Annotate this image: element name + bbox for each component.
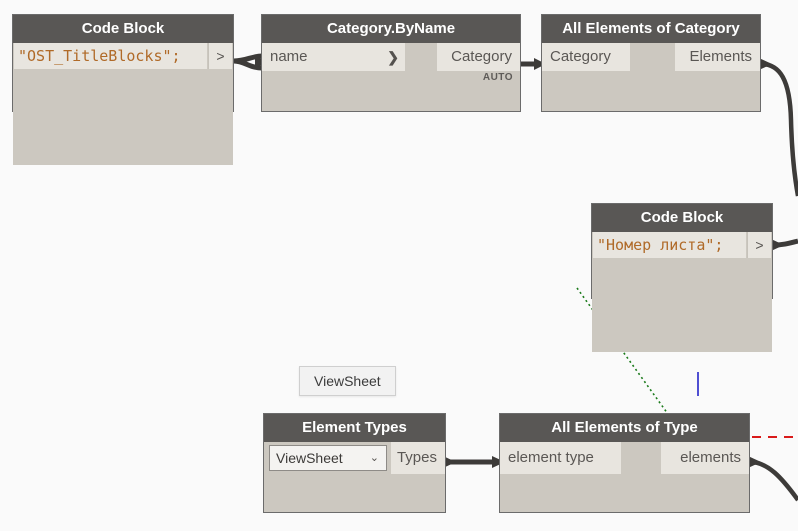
node-title: Code Block [592,204,772,232]
code-block-code-text[interactable]: "OST_TitleBlocks"; [14,43,207,69]
input-port-label: Category [550,48,611,65]
port-row: ViewSheet ⌄ Types [264,442,445,474]
port-row: name ❯ Category [262,43,520,71]
node-body: ViewSheet ⌄ Types [264,442,445,512]
node-code-block-2[interactable]: Code Block "Номер листа"; > [591,203,773,352]
port-row: Category Elements [542,43,760,71]
wire-code1-to-name-b [233,53,263,64]
node-title: Element Types [264,414,445,442]
auto-badge: AUTO [482,72,513,83]
output-port-label: Types [396,449,437,466]
node-body-filler [13,69,233,165]
node-element-types[interactable]: Element Types ViewSheet ⌄ Types [263,413,446,513]
chevron-right-icon[interactable]: ❯ [387,49,399,65]
node-footer [500,474,749,512]
output-port-elements[interactable]: Elements [675,43,760,71]
code-block-code-row[interactable]: "OST_TitleBlocks"; > [13,43,233,69]
output-port-label: Elements [689,48,752,65]
node-body: element type elements [500,442,749,512]
wire-code2-offscreen [772,238,798,248]
code-block-output-port[interactable]: > [747,232,771,258]
output-port-label: elements [680,449,741,466]
wire-elements2-offscreen [749,459,798,502]
node-category-byname[interactable]: Category.ByName name ❯ Category AUTO [261,14,521,112]
input-port-label: name [270,48,308,65]
input-port-element-type[interactable]: element type [500,442,621,474]
element-type-dropdown[interactable]: ViewSheet ⌄ [269,445,387,471]
input-port-name[interactable]: name ❯ [262,43,405,71]
output-port-elements[interactable]: elements [661,442,749,474]
dropdown-tooltip: ViewSheet [299,366,396,396]
wire-code1-to-name [233,58,263,71]
output-port-label: Category [451,48,512,65]
output-port-category[interactable]: Category [437,43,520,71]
node-footer [264,474,445,512]
output-port-types[interactable]: Types [391,442,445,474]
tooltip-text: ViewSheet [314,373,381,389]
port-row: element type elements [500,442,749,474]
code-block-output-port[interactable]: > [208,43,232,69]
chevron-down-icon[interactable]: ⌄ [369,452,379,464]
code-block-code-text[interactable]: "Номер листа"; [593,232,746,258]
node-all-elements-of-category[interactable]: All Elements of Category Category Elemen… [541,14,761,112]
node-code-block-1[interactable]: Code Block "OST_TitleBlocks"; > [12,14,234,165]
node-title: All Elements of Type [500,414,749,442]
node-title: All Elements of Category [542,15,760,43]
node-title: Code Block [13,15,233,43]
input-port-label: element type [508,449,594,466]
code-block-code-row[interactable]: "Номер листа"; > [592,232,772,258]
node-body: Category Elements [542,43,760,93]
wire-elements-offscreen [760,61,798,197]
node-body-filler [592,258,772,352]
node-body: name ❯ Category AUTO [262,43,520,93]
node-title: Category.ByName [262,15,520,43]
node-footer: AUTO [262,71,520,93]
input-port-category[interactable]: Category [542,43,630,71]
dropdown-selected-value: ViewSheet [276,450,343,466]
node-footer [542,71,760,93]
node-all-elements-of-type[interactable]: All Elements of Type element type elemen… [499,413,750,513]
